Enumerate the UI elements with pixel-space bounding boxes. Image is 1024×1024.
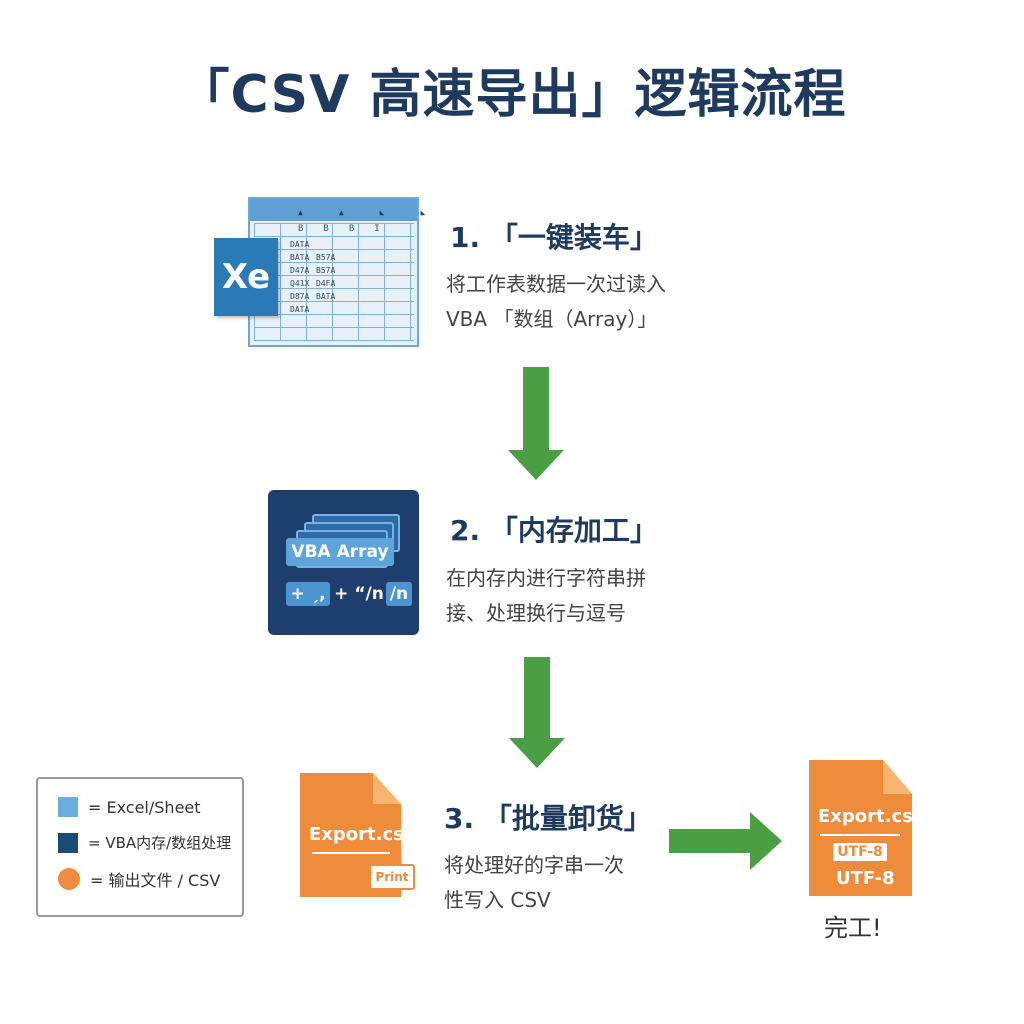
- step-1-description: 将工作表数据一次过读入 VBA 「数组（Array）」: [446, 267, 666, 337]
- result-file-name: Export.csv: [818, 806, 925, 827]
- legend-item: = VBA内存/数组处理: [58, 832, 231, 853]
- sheet-col-label: B: [298, 224, 304, 234]
- legend-label: = VBA内存/数组处理: [88, 834, 232, 852]
- sheet-col-label: B: [348, 224, 355, 234]
- legend-swatch: [58, 797, 78, 817]
- sheet-cell: Q41X: [290, 279, 310, 288]
- step-3-desc-line: 将处理好的字串一次: [444, 853, 624, 877]
- step-1-desc-line: VBA 「数组（Array）」: [446, 307, 658, 331]
- sheet-cell: B57A: [316, 253, 336, 262]
- sheet-cell: B57A: [316, 266, 336, 275]
- step-3-desc-line: 性写入 CSV: [444, 888, 551, 912]
- done-caption: 完工!: [824, 914, 882, 942]
- legend-label: = 输出文件 / CSV: [90, 871, 221, 890]
- sheet-cell: D47A: [290, 266, 310, 275]
- step-1-desc-line: 将工作表数据一次过读入: [446, 272, 666, 296]
- sheet-cell: BATA: [316, 292, 336, 301]
- legend-swatch: [58, 832, 78, 853]
- excel-badge-icon: Xe: [214, 238, 278, 316]
- print-tag: Print: [369, 864, 415, 890]
- vba-array-label: VBA Array: [286, 538, 394, 566]
- export-file-name: Export.csv: [309, 824, 416, 845]
- sheet-col-label: B: [323, 224, 329, 234]
- sheet-cell: DATA: [290, 305, 310, 314]
- step-1-title: 1. 「一键装车」: [450, 221, 658, 254]
- step-3-description: 将处理好的字串一次 性写入 CSV: [444, 848, 624, 918]
- utf8-tag: UTF-8: [833, 843, 887, 861]
- legend-label: = Excel/Sheet: [88, 797, 201, 817]
- legend-swatch: [58, 868, 80, 890]
- sheet-col-label: I: [374, 224, 380, 234]
- vba-chip: + ˏ,: [286, 582, 330, 606]
- legend-item: = Excel/Sheet: [58, 797, 201, 817]
- legend-item: = 输出文件 / CSV: [58, 867, 220, 891]
- step-2-desc-line: 在内存内进行字符串拼: [446, 566, 646, 590]
- step-2-title: 2. 「内存加工」: [450, 514, 658, 547]
- vba-array-icon: VBA Array: [268, 490, 419, 635]
- sheet-cell: D87A: [290, 292, 310, 301]
- sheet-cell: D4FA: [316, 279, 336, 288]
- utf8-encoding: UTF-8: [836, 868, 895, 889]
- legend: = Excel/Sheet = VBA内存/数组处理 = 输出文件 / CSV: [36, 777, 244, 917]
- vba-chip: /n: [386, 582, 412, 606]
- vba-chip: + “/n: [334, 584, 384, 604]
- sheet-cell: BATA: [290, 253, 310, 262]
- step-3-title: 3. 「批量卸货」: [444, 802, 652, 835]
- step-2-description: 在内存内进行字符串拼 接、处理换行与逗号: [446, 561, 646, 631]
- step-2-desc-line: 接、处理换行与逗号: [446, 601, 626, 625]
- page-title: 「CSV 高速导出」逻辑流程: [177, 65, 847, 125]
- sheet-cell: DATA: [290, 240, 310, 249]
